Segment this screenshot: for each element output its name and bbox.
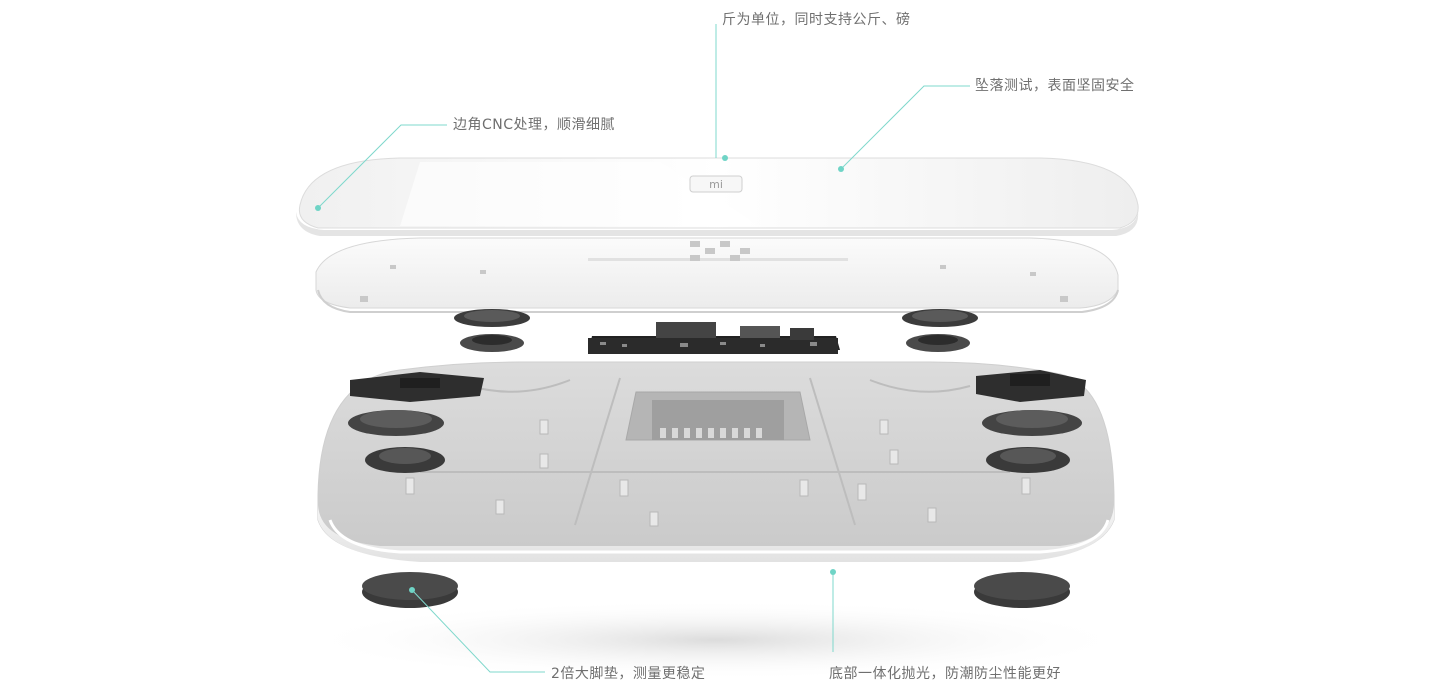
leader-dot-bottom bbox=[830, 569, 836, 575]
load-sensor bbox=[902, 309, 978, 352]
load-sensor bbox=[348, 372, 484, 473]
callout-feet: 2倍大脚垫，测量更稳定 bbox=[551, 666, 706, 682]
logo-badge bbox=[689, 175, 743, 193]
leader-line-feet bbox=[411, 589, 545, 673]
leader-dot-cnc bbox=[315, 205, 321, 211]
scale-frame bbox=[315, 237, 1119, 313]
leader-dots bbox=[315, 155, 844, 593]
leader-dot-feet bbox=[409, 587, 415, 593]
callout-cnc-edge: 边角CNC处理，顺滑细腻 bbox=[453, 117, 616, 133]
foot-pad bbox=[974, 572, 1070, 608]
leader-lines bbox=[317, 24, 970, 673]
load-sensor bbox=[976, 370, 1086, 473]
floor-shadow bbox=[296, 600, 1136, 680]
scale-base bbox=[317, 361, 1115, 562]
circuit-board bbox=[588, 322, 840, 354]
callout-unit: 斤为单位，同时支持公斤、磅 bbox=[722, 12, 911, 28]
leader-line-drop-test bbox=[840, 85, 970, 170]
load-sensor bbox=[454, 309, 530, 352]
callout-bottom: 底部一体化抛光，防潮防尘性能更好 bbox=[829, 666, 1061, 682]
leader-dot-unit bbox=[722, 155, 728, 161]
leader-dot-drop-test bbox=[838, 166, 844, 172]
scale-top-glass: mi bbox=[296, 157, 1139, 236]
logo-text: mi bbox=[709, 178, 723, 191]
leader-line-cnc bbox=[317, 124, 447, 209]
callout-drop-test: 坠落测试，表面坚固安全 bbox=[975, 78, 1135, 94]
